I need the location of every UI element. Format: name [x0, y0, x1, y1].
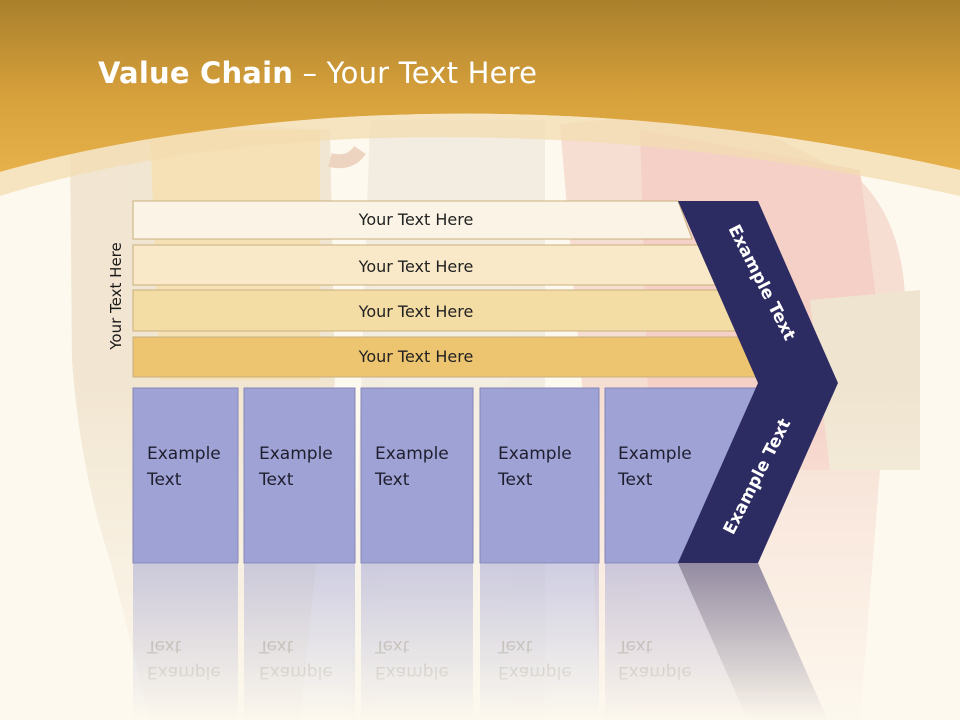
cell-3: Example Text — [360, 387, 474, 564]
bar-1: Your Text Here — [132, 200, 693, 240]
cell-4-line-2: Text — [497, 470, 533, 490]
page-title-rest: – Your Text Here — [293, 56, 538, 90]
cell-4: Example Text — [479, 387, 600, 564]
cells-group: Example Text Example Text Example Text E… — [132, 387, 761, 564]
cell-4-line-1: Example — [498, 444, 572, 464]
cell-2: Example Text — [243, 387, 356, 564]
bar-3-label: Your Text Here — [358, 302, 474, 321]
cell-3-line-1: Example — [375, 444, 449, 464]
cell-1-line-2: Text — [146, 470, 182, 490]
cell-5-line-1: Example — [618, 444, 692, 464]
reflection-text-8: Text — [497, 636, 533, 656]
reflection-text-4: Text — [258, 636, 294, 656]
reflection-text-1: Example — [147, 662, 221, 682]
bar-2: Your Text Here — [132, 244, 717, 286]
cell-2-line-2: Text — [258, 470, 294, 490]
page-title-bold: Value Chain — [98, 56, 294, 90]
page-title: Value Chain – Your Text Here — [98, 56, 537, 90]
cell-5-line-2: Text — [617, 470, 653, 490]
reflection-text-6: Text — [374, 636, 410, 656]
bar-1-label: Your Text Here — [358, 210, 474, 229]
bar-3: Your Text Here — [132, 289, 740, 332]
reflection-text-9: Example — [618, 662, 692, 682]
reflection: Example Text Example Text Example Text E… — [133, 563, 828, 720]
reflection-text-10: Text — [617, 636, 653, 656]
cell-1: Example Text — [132, 387, 239, 564]
cell-5: Example Text — [604, 387, 761, 564]
reflection-text-7: Example — [498, 662, 572, 682]
bar-2-label: Your Text Here — [358, 257, 474, 276]
reflection-text-3: Example — [259, 662, 333, 682]
reflection-text-2: Text — [146, 636, 182, 656]
cell-3-line-2: Text — [374, 470, 410, 490]
bar-4-label: Your Text Here — [358, 347, 474, 366]
bar-4: Your Text Here — [132, 336, 764, 378]
cell-1-line-1: Example — [147, 444, 221, 464]
reflection-text-5: Example — [375, 662, 449, 682]
bars-group: Your Text Here Your Text Here Your Text … — [132, 200, 764, 378]
cell-2-line-1: Example — [259, 444, 333, 464]
